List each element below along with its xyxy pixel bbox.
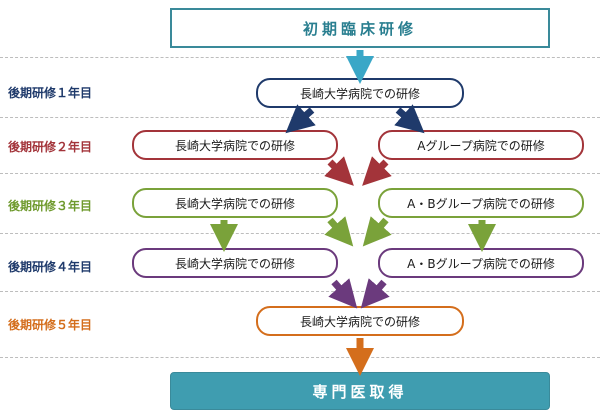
y5-nagasaki-label: 長崎大学病院での研修 xyxy=(299,314,420,329)
year-label-1: 後期研修１年目 xyxy=(8,84,92,101)
arrow-y4-left-to-y5 xyxy=(328,278,358,309)
y2-a-group-box: Aグループ病院での研修 xyxy=(378,130,584,160)
y3-nagasaki-label: 長崎大学病院での研修 xyxy=(174,196,295,211)
year-label-2: 後期研修２年目 xyxy=(8,138,92,155)
specialist-certification-box: 専門医取得 xyxy=(170,372,550,410)
y4-ab-group-label: A・Bグループ病院での研修 xyxy=(407,256,555,271)
y2-nagasaki-label: 長崎大学病院での研修 xyxy=(174,138,295,153)
y3-nagasaki-box: 長崎大学病院での研修 xyxy=(132,188,338,218)
specialist-certification-label: 専門医取得 xyxy=(312,382,408,401)
y2-a-group-label: Aグループ病院での研修 xyxy=(417,138,545,153)
arrow-y1-to-y2-left xyxy=(285,104,316,134)
year-label-5-text: 後期研修５年目 xyxy=(8,318,93,332)
arrow-y2-left-to-center xyxy=(324,156,354,186)
separator-line xyxy=(0,357,600,358)
y4-nagasaki-label: 長崎大学病院での研修 xyxy=(174,256,295,271)
separator-line xyxy=(0,173,600,174)
y2-nagasaki-box: 長崎大学病院での研修 xyxy=(132,130,338,160)
arrow-y3-right-to-center xyxy=(362,216,392,247)
year-label-3: 後期研修３年目 xyxy=(8,197,92,214)
y1-nagasaki-label: 長崎大学病院での研修 xyxy=(299,86,420,101)
separator-line xyxy=(0,291,600,292)
year-label-4: 後期研修４年目 xyxy=(8,258,92,275)
separator-line xyxy=(0,233,600,234)
y3-ab-group-label: A・Bグループ病院での研修 xyxy=(407,196,555,211)
arrow-y3-left-to-center xyxy=(324,216,354,247)
year-label-1-text: 後期研修１年目 xyxy=(8,86,93,100)
year-label-3-text: 後期研修３年目 xyxy=(8,199,93,213)
year-label-4-text: 後期研修４年目 xyxy=(8,260,93,274)
y5-nagasaki-box: 長崎大学病院での研修 xyxy=(256,306,464,336)
initial-training-label: 初期臨床研修 xyxy=(302,19,417,38)
initial-training-box: 初期臨床研修 xyxy=(170,8,550,48)
year-label-2-text: 後期研修２年目 xyxy=(8,140,93,154)
y3-ab-group-box: A・Bグループ病院での研修 xyxy=(378,188,584,218)
arrow-y2-right-to-center xyxy=(362,156,392,186)
arrow-y1-to-y2-right xyxy=(394,104,425,134)
year-label-5: 後期研修５年目 xyxy=(8,316,92,333)
separator-line xyxy=(0,57,600,58)
arrow-y4-right-to-y5 xyxy=(360,278,390,309)
